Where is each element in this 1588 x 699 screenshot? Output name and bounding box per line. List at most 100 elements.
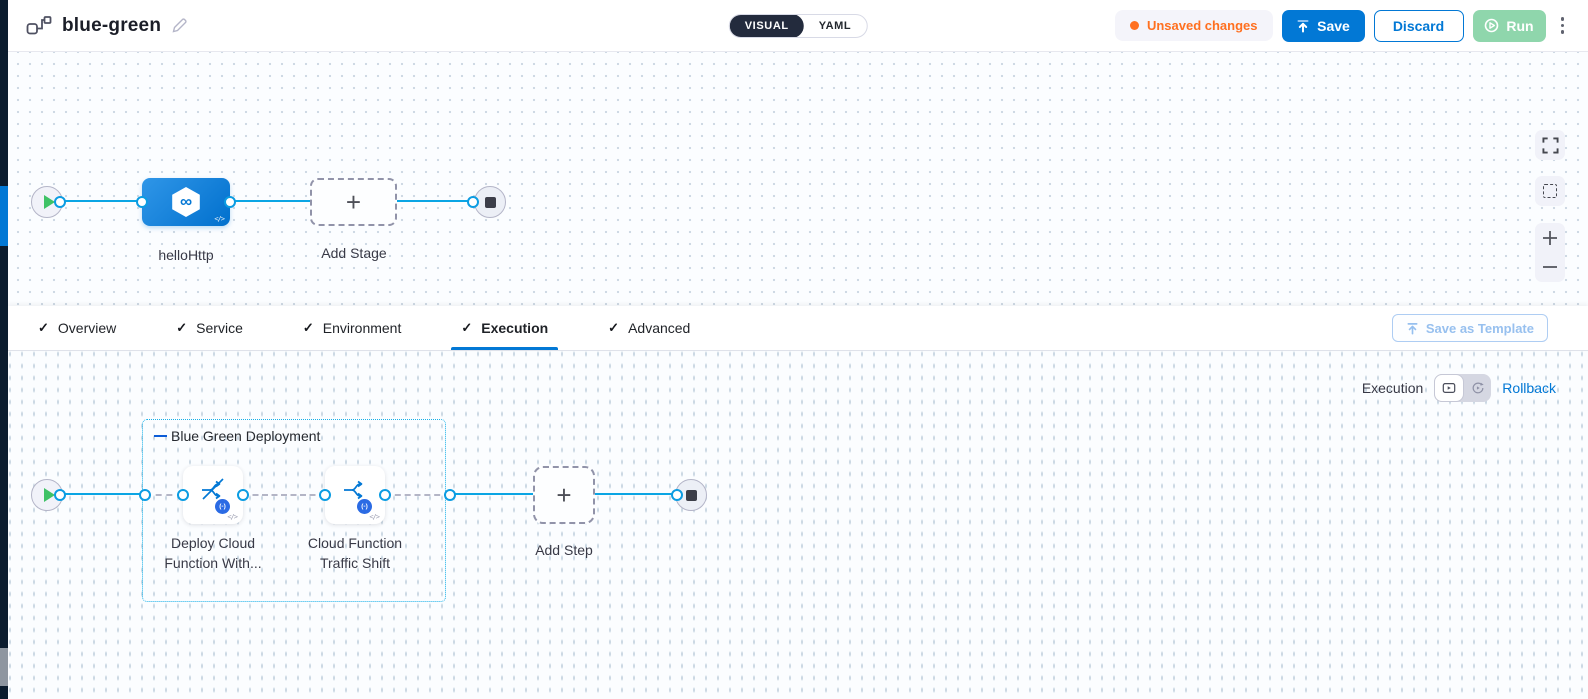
fullscreen-button[interactable] <box>1535 130 1565 160</box>
discard-label: Discard <box>1392 17 1445 34</box>
rail-scrollbar-thumb[interactable] <box>0 648 8 686</box>
pipeline-icon <box>26 15 52 34</box>
execution-canvas[interactable]: Execution Rollback <box>8 351 1588 699</box>
unsaved-changes-label: Unsaved changes <box>1146 18 1258 33</box>
flow-line <box>595 493 677 495</box>
add-stage-label: Add Stage <box>321 245 387 261</box>
pipeline-end-node <box>474 186 506 218</box>
tab-overview[interactable]: ✓ Overview <box>38 306 116 350</box>
toggle-yaml[interactable]: YAML <box>818 19 852 32</box>
rollback-mode-option[interactable] <box>1464 374 1491 402</box>
unsaved-changes-badge: Unsaved changes <box>1114 10 1273 41</box>
add-step-label: Add Step <box>535 542 593 558</box>
stop-square-icon <box>685 489 697 501</box>
step-group-blue-green-deployment[interactable] <box>142 419 446 602</box>
zoom-in-icon <box>1543 230 1557 245</box>
flow-line-dashed <box>385 494 450 496</box>
connector-dot <box>54 489 66 501</box>
step-label: Deploy Cloud Function With... <box>164 535 262 571</box>
plus-icon: + <box>345 187 362 217</box>
connector-dot <box>224 196 236 208</box>
code-icon: </> <box>227 513 238 521</box>
step-group-header[interactable]: Blue Green Deployment <box>154 428 320 444</box>
select-area-button[interactable] <box>1535 176 1565 206</box>
page-title: blue-green <box>62 14 162 36</box>
flow-line-dashed <box>145 494 183 496</box>
tab-advanced[interactable]: ✓ Advanced <box>608 306 690 350</box>
check-icon: ✓ <box>608 320 620 335</box>
tab-label: Advanced <box>628 320 691 336</box>
stop-square-icon <box>484 196 496 208</box>
stage-name-label: helloHttp <box>158 247 214 263</box>
traffic-shift-icon <box>344 480 363 500</box>
edit-pencil-icon[interactable] <box>171 17 188 34</box>
connector-dot <box>379 489 391 501</box>
rollback-link[interactable]: Rollback <box>1502 380 1556 396</box>
stage-tabs-bar: ✓ Overview ✓ Service ✓ Environment ✓ Exe… <box>8 306 1588 351</box>
rail-active-indicator <box>0 186 8 246</box>
save-as-template-button[interactable]: Save as Template <box>1391 314 1548 342</box>
execution-steps-icon <box>1442 383 1456 393</box>
connector-dot <box>139 489 151 501</box>
tab-environment[interactable]: ✓ Environment <box>303 306 402 350</box>
toggle-visual[interactable]: VISUAL <box>729 14 804 37</box>
cloud-function-badge: (-) <box>215 499 230 514</box>
tab-service[interactable]: ✓ Service <box>176 306 243 350</box>
step-node-traffic-shift[interactable]: (-) </> <box>325 466 385 524</box>
flow-line <box>60 493 145 495</box>
execution-mode-selected[interactable] <box>1434 374 1465 402</box>
template-upload-icon <box>1407 322 1418 334</box>
execution-mode-label: Execution <box>1361 380 1424 396</box>
step-group-label: Blue Green Deployment <box>171 428 321 444</box>
deploy-stage-icon: ∞ <box>172 187 200 217</box>
fullscreen-icon <box>1541 136 1559 154</box>
stage-canvas[interactable]: ∞ </> helloHttp + Add Stage <box>8 52 1588 306</box>
add-stage-button[interactable]: + <box>310 178 397 226</box>
discard-button[interactable]: Discard <box>1373 9 1464 42</box>
pipeline-header: blue-green VISUAL YAML Unsaved changes S… <box>8 0 1588 52</box>
save-button[interactable]: Save <box>1281 9 1365 42</box>
tab-execution[interactable]: ✓ Execution <box>451 306 558 350</box>
plus-icon: + <box>556 480 572 510</box>
start-play-icon <box>43 195 55 209</box>
step-label: Cloud Function Traffic Shift <box>307 535 403 571</box>
title-group: blue-green <box>26 15 188 37</box>
header-actions: Unsaved changes Save Discard Run <box>1114 9 1571 42</box>
execution-rollback-switch[interactable] <box>1434 374 1492 402</box>
marquee-select-icon <box>1543 184 1557 198</box>
collapsed-sidebar-rail[interactable] <box>0 0 8 699</box>
more-options-kebab-icon[interactable] <box>1555 13 1571 38</box>
connector-dot <box>319 489 331 501</box>
run-play-icon <box>1485 18 1499 33</box>
check-icon: ✓ <box>38 320 49 335</box>
add-step-button[interactable]: + <box>533 466 595 524</box>
unsaved-dot-icon <box>1129 21 1139 30</box>
save-label: Save <box>1317 17 1350 34</box>
tab-label: Execution <box>481 320 549 336</box>
connector-dot <box>671 489 683 501</box>
flow-line <box>450 493 533 495</box>
step-node-deploy-cloud-function[interactable]: (-) </> <box>183 466 243 524</box>
cloud-function-badge: (-) <box>357 499 372 514</box>
check-icon: ✓ <box>302 320 314 335</box>
tab-label: Overview <box>57 320 117 336</box>
zoom-out-button[interactable] <box>1535 253 1565 283</box>
deploy-no-traffic-icon <box>202 478 224 500</box>
execution-mode-toolbar: Execution Rollback <box>1362 374 1556 402</box>
zoom-out-icon <box>1543 266 1557 269</box>
connector-dot <box>467 196 479 208</box>
visual-yaml-toggle: VISUAL YAML <box>728 13 868 38</box>
zoom-in-button[interactable] <box>1535 223 1565 253</box>
stage-node-hellohttp[interactable]: ∞ </> <box>142 178 230 226</box>
run-label: Run <box>1506 17 1534 34</box>
check-icon: ✓ <box>176 320 188 335</box>
connector-dot <box>444 489 456 501</box>
connector-dot <box>237 489 249 501</box>
run-button[interactable]: Run <box>1472 9 1546 42</box>
connector-dot <box>136 196 148 208</box>
collapse-dash-icon[interactable] <box>154 434 167 438</box>
zoom-controls <box>1535 223 1565 282</box>
code-icon: </> <box>369 513 380 521</box>
flow-line-dashed <box>243 494 325 496</box>
rollback-icon <box>1472 382 1484 394</box>
